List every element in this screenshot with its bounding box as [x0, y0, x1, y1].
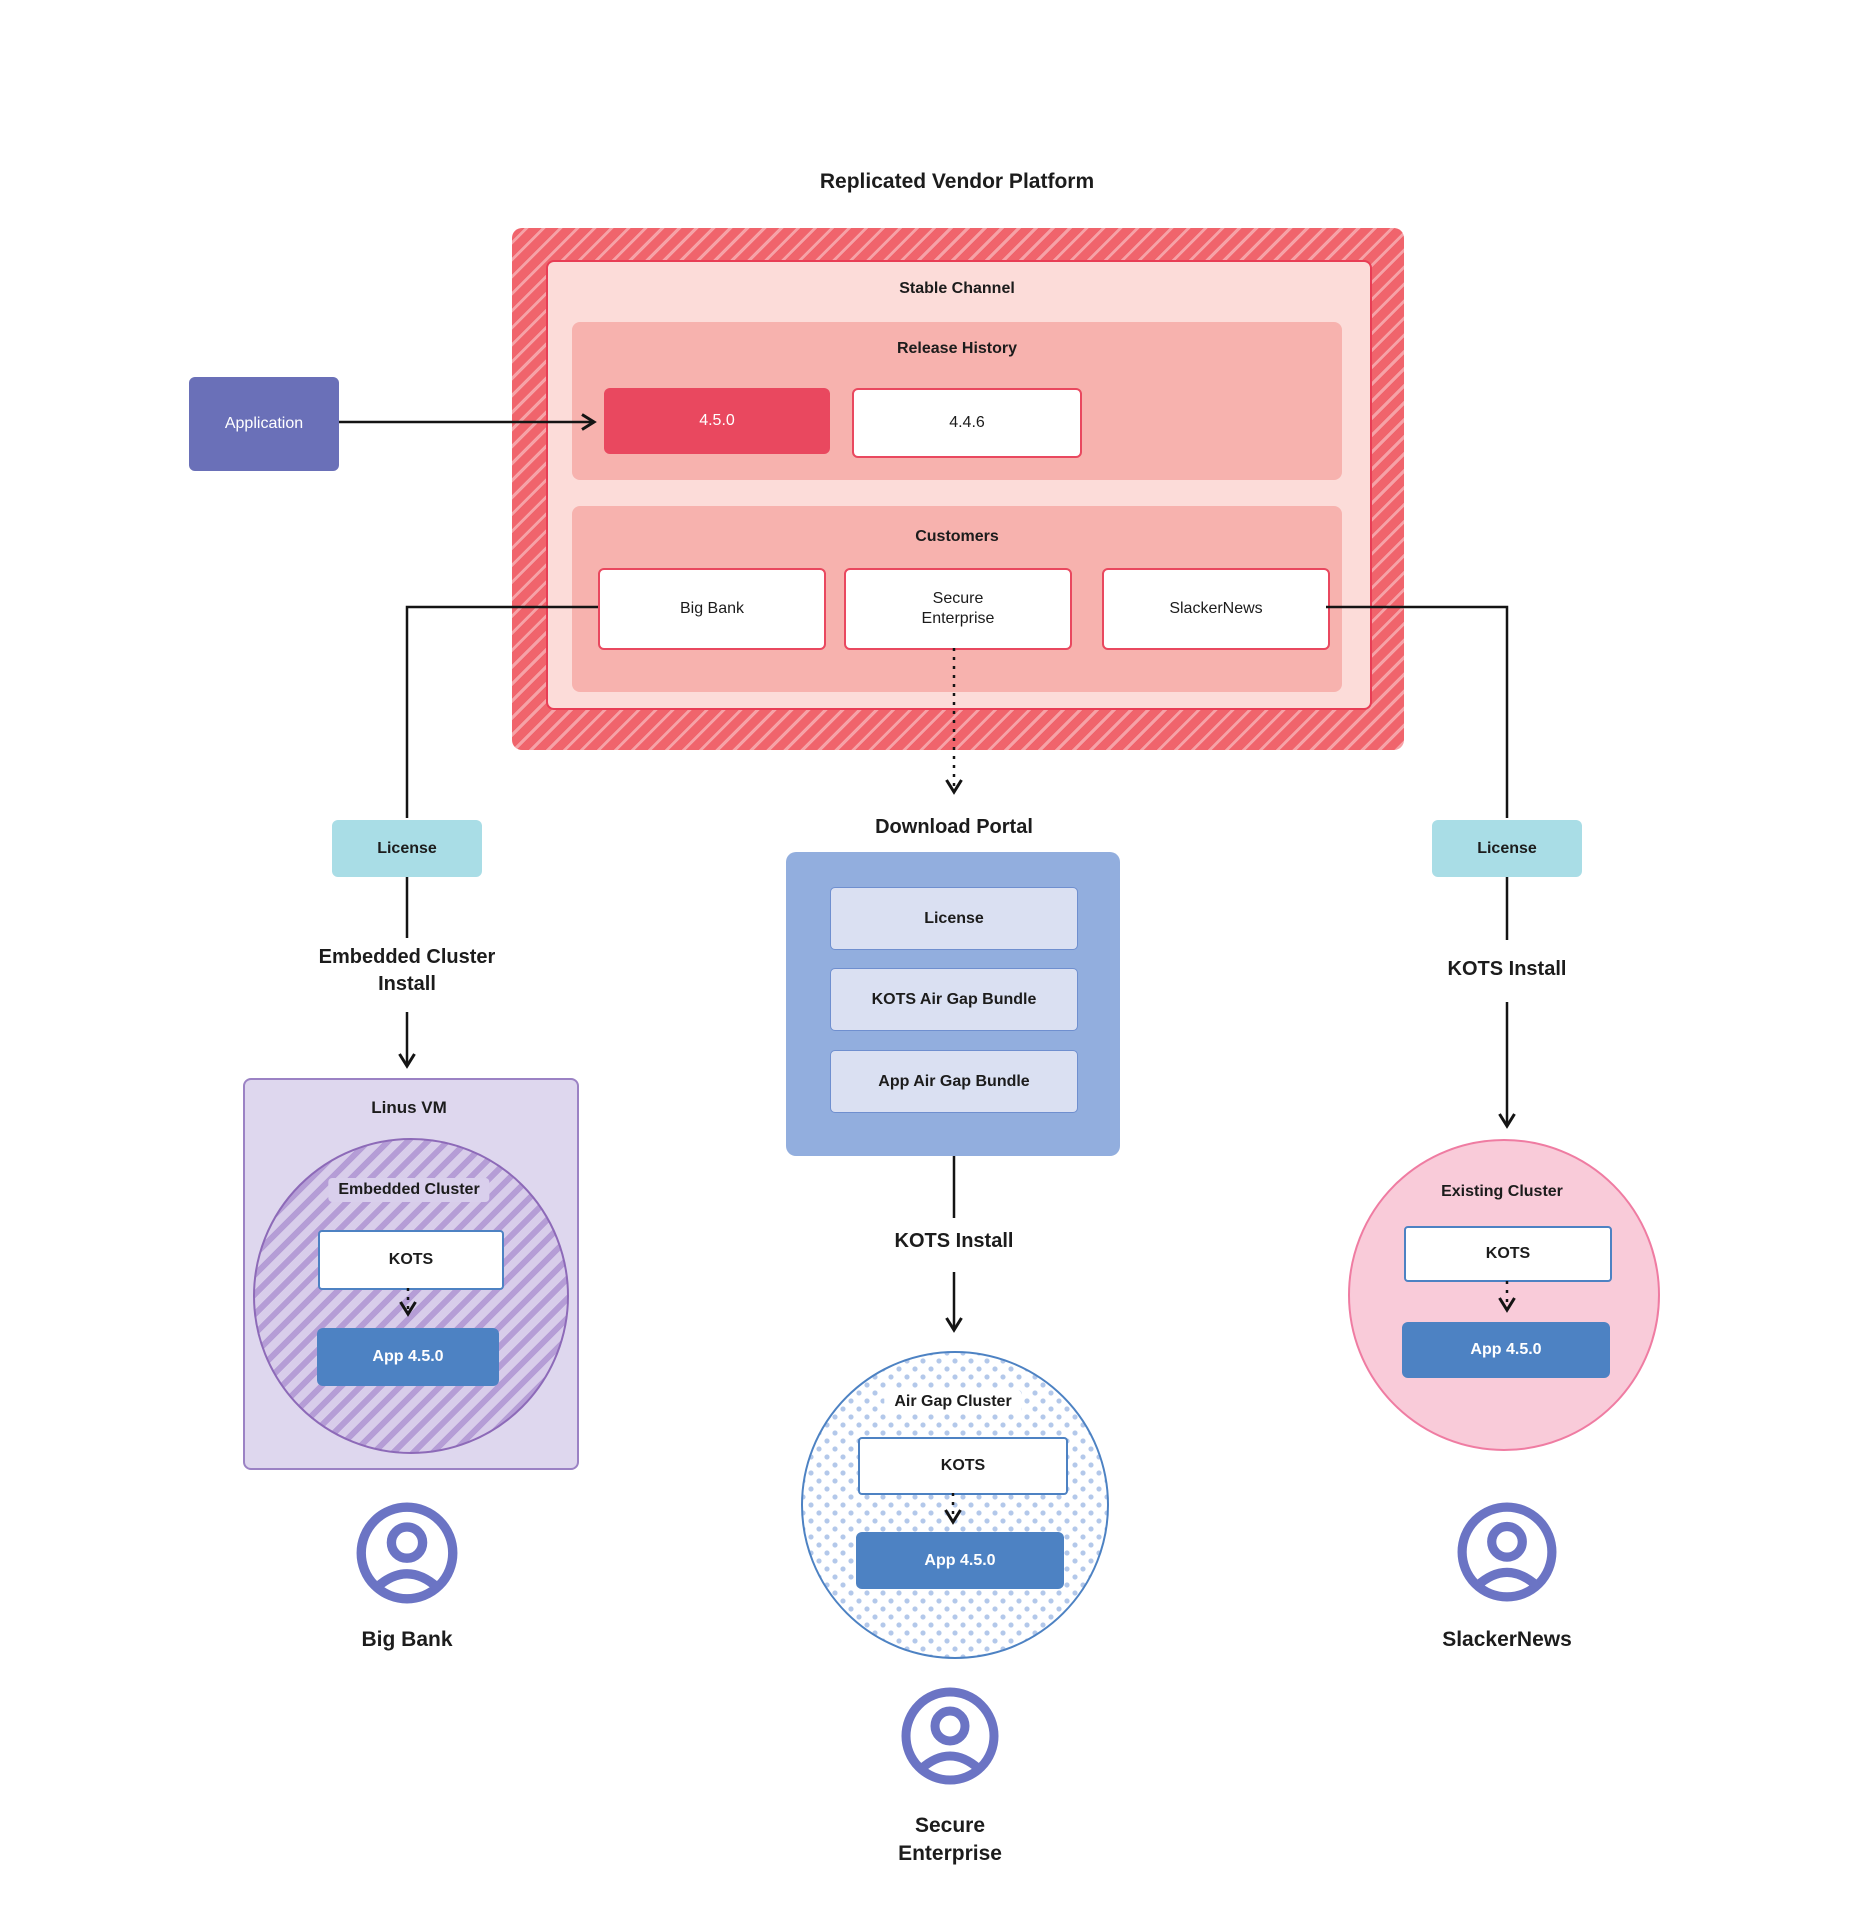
- slackernews-user-label: SlackerNews: [1442, 1628, 1572, 1651]
- release-4-4-6: 4.4.6: [852, 388, 1082, 458]
- user-icon: [356, 1502, 458, 1604]
- customer-secure-enterprise: Secure Enterprise: [844, 568, 1072, 650]
- existing-cluster-label: Existing Cluster: [1441, 1183, 1563, 1200]
- portal-item-kots-airgap-bundle: KOTS Air Gap Bundle: [830, 968, 1078, 1031]
- release-history-label: Release History: [896, 340, 1018, 357]
- customer-big-bank: Big Bank: [598, 568, 826, 650]
- linus-vm-label: Linus VM: [371, 1098, 447, 1117]
- stable-channel-label: Stable Channel: [899, 280, 1015, 297]
- license-box-right: License: [1432, 820, 1582, 877]
- embedded-cluster-label: Embedded Cluster: [328, 1178, 490, 1202]
- portal-item-license: License: [830, 887, 1078, 950]
- release-4-5-0: 4.5.0: [604, 388, 830, 454]
- customers-label: Customers: [915, 528, 999, 545]
- air-gap-cluster-label: Air Gap Cluster: [884, 1390, 1022, 1414]
- kots-install-label-right: KOTS Install: [1447, 958, 1567, 980]
- application-box: Application: [189, 377, 339, 471]
- big-bank-user-label: Big Bank: [361, 1628, 453, 1651]
- customer-slackernews: SlackerNews: [1102, 568, 1330, 650]
- user-icon: [901, 1687, 999, 1785]
- app-box-mid: App 4.5.0: [856, 1532, 1064, 1589]
- portal-item-app-airgap-bundle: App Air Gap Bundle: [830, 1050, 1078, 1113]
- kots-box-right: KOTS: [1404, 1226, 1612, 1282]
- license-box-left: License: [332, 820, 482, 877]
- kots-install-label-mid: KOTS Install: [894, 1230, 1014, 1252]
- user-icon: [1457, 1502, 1557, 1602]
- app-box-left: App 4.5.0: [317, 1328, 499, 1386]
- embedded-cluster-install-label: Embedded Cluster Install: [318, 946, 496, 995]
- existing-cluster-circle: [1348, 1139, 1660, 1451]
- kots-box-mid: KOTS: [858, 1437, 1068, 1495]
- secure-enterprise-user-label: Secure Enterprise: [898, 1814, 1002, 1865]
- download-portal-label: Download Portal: [875, 816, 1033, 838]
- customer-secure-enterprise-label: Secure Enterprise: [921, 590, 995, 627]
- kots-box-left: KOTS: [318, 1230, 504, 1290]
- app-box-right: App 4.5.0: [1402, 1322, 1610, 1378]
- diagram-title: Replicated Vendor Platform: [819, 170, 1095, 193]
